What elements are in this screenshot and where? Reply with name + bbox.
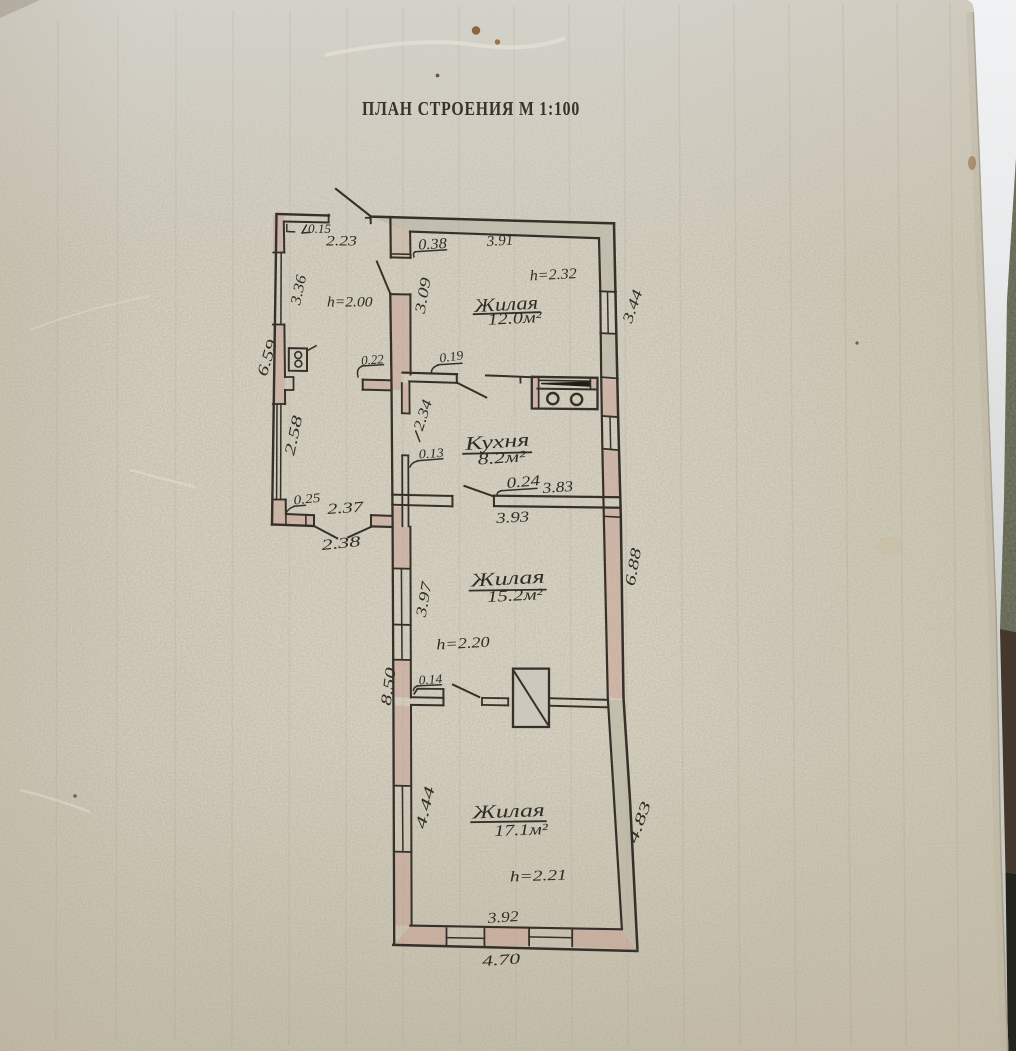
svg-text:17.1м²: 17.1м² [494,821,550,840]
svg-text:2.37: 2.37 [327,499,366,518]
svg-text:3.92: 3.92 [486,909,520,927]
svg-text:Жилая: Жилая [472,293,538,317]
svg-text:0.14: 0.14 [418,671,443,688]
svg-text:3.83: 3.83 [541,479,574,497]
svg-text:0.15: 0.15 [308,221,332,236]
svg-text:0.24: 0.24 [506,473,541,492]
svg-text:6.88: 6.88 [623,546,645,587]
svg-text:3.36: 3.36 [288,273,310,307]
svg-text:3.93: 3.93 [495,509,530,527]
svg-text:2.23: 2.23 [326,234,357,250]
svg-text:h=2.32: h=2.32 [529,266,577,284]
svg-text:0.19: 0.19 [438,347,464,365]
svg-text:2.38: 2.38 [321,534,362,554]
svg-text:3.91: 3.91 [485,233,513,250]
svg-text:Кухня: Кухня [463,430,530,456]
svg-text:3.97: 3.97 [413,579,435,620]
svg-text:0.38: 0.38 [418,236,448,253]
svg-text:15.2м²: 15.2м² [487,586,545,606]
svg-text:8.2м²: 8.2м² [477,448,528,468]
svg-text:h=2.20: h=2.20 [436,635,491,654]
svg-text:ПЛАН СТРОЕНИЯ М 1:100: ПЛАН СТРОЕНИЯ М 1:100 [362,98,580,120]
svg-text:0.22: 0.22 [361,351,385,368]
svg-text:Жилая: Жилая [469,567,545,592]
svg-text:h=2.21: h=2.21 [510,868,568,886]
svg-text:3.09: 3.09 [412,276,434,316]
svg-text:Жилая: Жилая [471,800,546,824]
svg-text:8.50: 8.50 [379,666,400,707]
svg-text:12.0м²: 12.0м² [487,309,543,329]
svg-text:4.70: 4.70 [482,951,522,970]
svg-text:h=2.00: h=2.00 [327,295,373,311]
svg-text:0.25: 0.25 [293,490,322,508]
svg-text:0.13: 0.13 [418,445,445,462]
